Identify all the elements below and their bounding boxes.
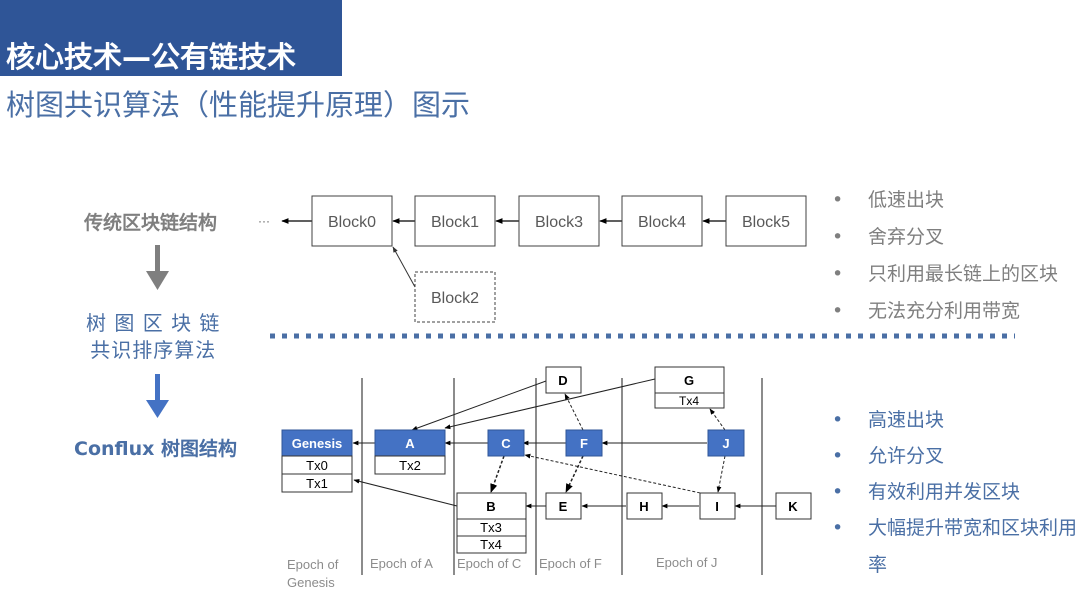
svg-text:B: B: [486, 499, 495, 514]
svg-text:A: A: [405, 436, 415, 451]
tree-algo-line2: 共识排序算法: [90, 338, 217, 362]
svg-text:I: I: [715, 499, 719, 514]
block-e: E: [545, 492, 582, 520]
block-d: D: [545, 366, 582, 394]
pivot-block-j: J: [707, 429, 745, 457]
svg-text:K: K: [788, 499, 798, 514]
block-b: B Tx3 Tx4: [456, 492, 527, 554]
epoch-label-a: Epoch of A: [370, 556, 433, 571]
block-k: K: [775, 492, 812, 520]
tx-label: Tx1: [306, 476, 328, 491]
svg-text:E: E: [559, 499, 568, 514]
gray-down-arrow-icon: [146, 245, 169, 290]
list-item: •舍弃分叉: [832, 226, 945, 248]
svg-text:Block4: Block4: [638, 214, 686, 231]
epoch-dividers: [361, 378, 763, 575]
svg-text:H: H: [639, 499, 648, 514]
list-item: •有效利用并发区块: [832, 481, 1021, 503]
epoch-label-j: Epoch of J: [656, 555, 717, 570]
svg-text:D: D: [558, 373, 567, 388]
block-g: G Tx4: [654, 366, 725, 409]
list-item: •无法充分利用带宽: [832, 300, 1021, 322]
svg-text:Block5: Block5: [742, 214, 790, 231]
tree-algo-line1: 树 图 区 块 链: [86, 311, 221, 335]
block-i: I: [699, 492, 736, 520]
pivot-block-f: F: [565, 429, 603, 457]
list-item: •低速出块: [832, 189, 945, 211]
list-item: •大幅提升带宽和区块利用率: [832, 510, 1078, 576]
conflux-structure-label: Conflux 树图结构: [74, 438, 238, 460]
epoch-label-genesis-line2: Genesis: [287, 575, 335, 590]
svg-text:C: C: [501, 436, 511, 451]
block-box-block1: Block1: [414, 195, 496, 247]
epoch-label-genesis-line1: Epoch of: [287, 557, 339, 572]
traditional-structure-label: 传统区块链结构: [84, 212, 218, 234]
bullet-icon: •: [832, 226, 844, 248]
title-banner: 核心技术—公有链技术: [0, 0, 342, 76]
svg-text:Block3: Block3: [535, 214, 583, 231]
conflux-bullet-list: •高速出块 •允许分叉 •有效利用并发区块 •大幅提升带宽和区块利用率: [832, 408, 1078, 576]
tx-label: Tx4: [480, 537, 502, 552]
svg-text:F: F: [580, 436, 588, 451]
block-h: H: [626, 492, 663, 520]
svg-text:G: G: [684, 373, 694, 388]
pivot-block-genesis: Genesis Tx0 Tx1: [281, 429, 353, 493]
tx-label: Tx4: [679, 394, 699, 408]
bullet-icon: •: [832, 517, 844, 539]
blue-down-arrow-icon: [146, 374, 169, 418]
svg-text:Block1: Block1: [431, 214, 479, 231]
block-box-block5: Block5: [725, 195, 807, 247]
block-box-block4: Block4: [621, 195, 703, 247]
bullet-icon: •: [832, 263, 844, 285]
tree-graph-algorithm-label: 树 图 区 块 链 共识排序算法: [86, 310, 220, 364]
bullet-icon: •: [832, 300, 844, 322]
list-item: •高速出块: [832, 409, 945, 431]
bullet-icon: •: [832, 481, 844, 503]
epoch-label-f: Epoch of F: [539, 556, 602, 571]
epoch-label-c: Epoch of C: [457, 556, 521, 571]
block-box-block3: Block3: [518, 195, 600, 247]
svg-text:Block0: Block0: [328, 214, 376, 231]
bullet-icon: •: [832, 409, 844, 431]
bullet-icon: •: [832, 189, 844, 211]
list-item: •只利用最长链上的区块: [832, 263, 1059, 285]
page-title: 核心技术—公有链技术: [6, 40, 297, 74]
list-item: •允许分叉: [832, 445, 945, 467]
bullet-icon: •: [832, 445, 844, 467]
pivot-block-c: C: [487, 429, 525, 457]
chain-ellipsis: ···: [258, 214, 270, 228]
svg-text:J: J: [722, 436, 729, 451]
traditional-bullet-list: •低速出块 •舍弃分叉 •只利用最长链上的区块 •无法充分利用带宽: [832, 188, 1058, 336]
svg-text:Genesis: Genesis: [292, 436, 343, 451]
page-subtitle: 树图共识算法（性能提升原理）图示: [6, 88, 471, 122]
block-box-block2-fork: Block2: [414, 271, 496, 323]
tx-label: Tx0: [306, 458, 328, 473]
tx-label: Tx2: [399, 458, 421, 473]
tx-label: Tx3: [480, 520, 502, 535]
block-box-block0: Block0: [311, 195, 393, 247]
svg-text:Block2: Block2: [431, 290, 479, 307]
pivot-block-a: A Tx2: [374, 429, 446, 475]
